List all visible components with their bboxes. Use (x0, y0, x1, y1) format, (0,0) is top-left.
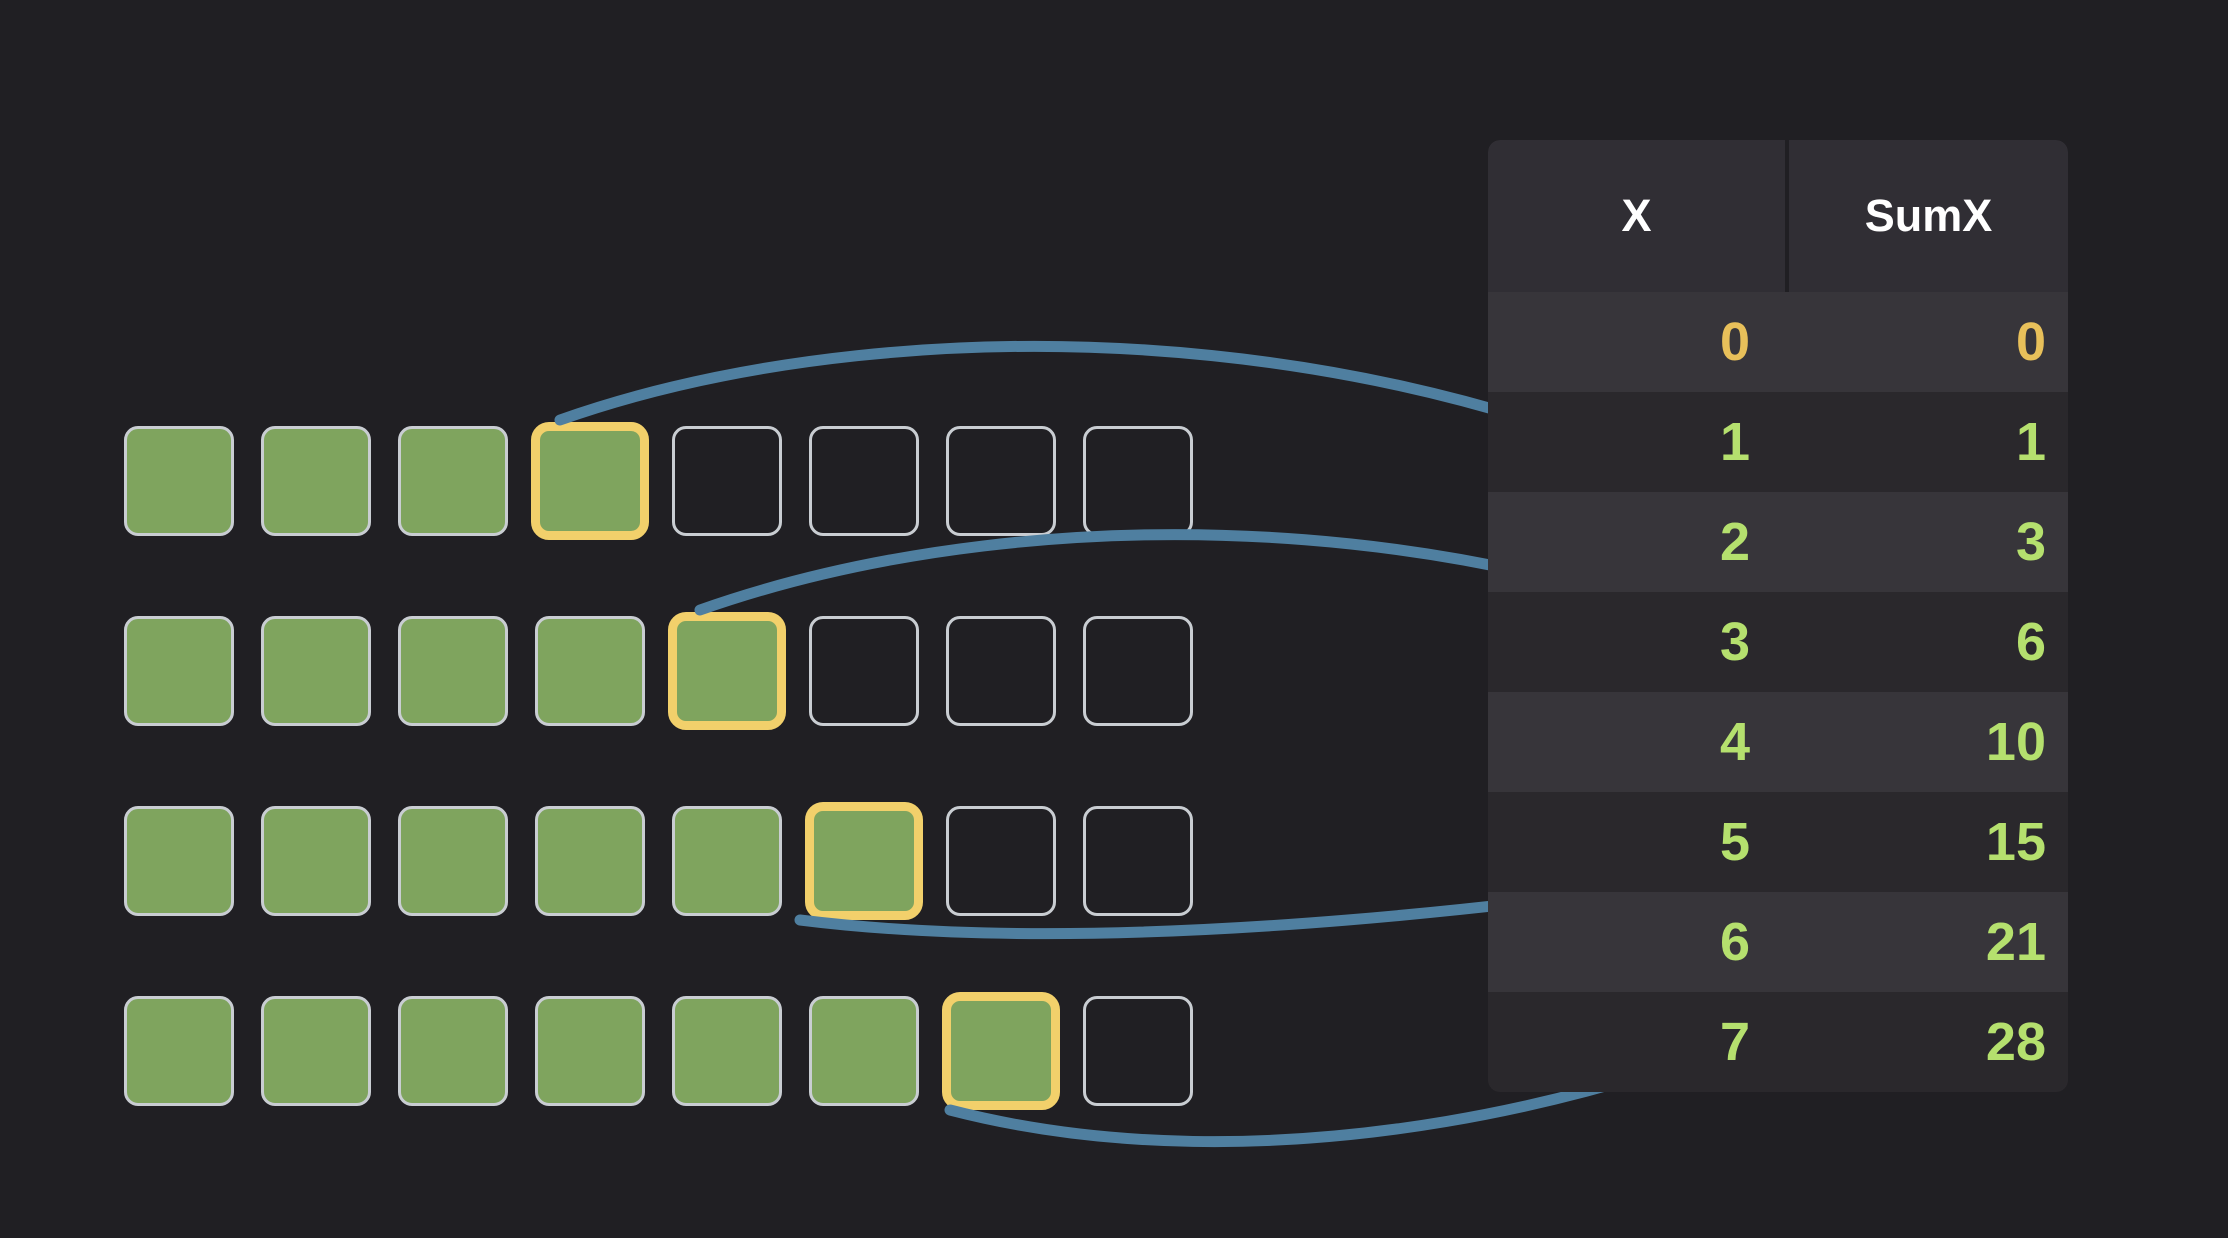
grid-cell-highlighted[interactable] (805, 802, 923, 920)
grid-cell-filled[interactable] (124, 996, 234, 1106)
grid-cell-filled[interactable] (261, 996, 371, 1106)
cell-sumx: 1 (2015, 412, 2046, 472)
grid-cell-filled[interactable] (261, 616, 371, 726)
cell-x: 5 (1719, 812, 1750, 872)
table-row[interactable]: 6 21 (1488, 892, 2068, 992)
cell-x: 6 (1719, 912, 1750, 972)
grid-cell-filled[interactable] (398, 616, 508, 726)
grid-cell-empty[interactable] (1083, 806, 1193, 916)
cell-sumx: 28 (1985, 1012, 2046, 1072)
grid-cell-filled[interactable] (535, 996, 645, 1106)
grid-cell-highlighted[interactable] (942, 992, 1060, 1110)
grid-cell-empty[interactable] (809, 426, 919, 536)
cell-sumx: 6 (2015, 612, 2046, 672)
table-row[interactable]: 4 10 (1488, 692, 2068, 792)
table-row[interactable]: 7 28 (1488, 992, 2068, 1092)
grid-cell-filled[interactable] (261, 806, 371, 916)
cell-x: 2 (1719, 512, 1750, 572)
grid-cell-empty[interactable] (1083, 616, 1193, 726)
grid-cell-filled[interactable] (535, 806, 645, 916)
grid-cell-highlighted[interactable] (531, 422, 649, 540)
cell-sumx: 21 (1985, 912, 2046, 972)
cell-grid (124, 422, 1220, 1110)
grid-cell-filled[interactable] (124, 806, 234, 916)
cell-x: 1 (1719, 412, 1750, 472)
cell-x: 0 (1719, 312, 1750, 372)
grid-cell-filled[interactable] (672, 806, 782, 916)
grid-cell-empty[interactable] (946, 426, 1056, 536)
cell-x: 4 (1719, 712, 1750, 772)
grid-cell-highlighted[interactable] (668, 612, 786, 730)
cell-sumx: 3 (2015, 512, 2046, 572)
grid-cell-filled[interactable] (124, 616, 234, 726)
grid-cell-empty[interactable] (672, 426, 782, 536)
column-header-x[interactable]: X (1488, 140, 1785, 292)
cell-x: 7 (1719, 1012, 1750, 1072)
cell-x: 3 (1719, 612, 1750, 672)
column-header-sumx[interactable]: SumX (1789, 140, 2068, 292)
table-row[interactable]: 5 15 (1488, 792, 2068, 892)
grid-cell-filled[interactable] (535, 616, 645, 726)
grid-cell-empty[interactable] (809, 616, 919, 726)
cell-sumx: 10 (1985, 712, 2046, 772)
grid-cell-filled[interactable] (672, 996, 782, 1106)
grid-cell-empty[interactable] (1083, 426, 1193, 536)
table-header-row: X SumX (1488, 140, 2068, 292)
grid-cell-empty[interactable] (946, 616, 1056, 726)
grid-cell-filled[interactable] (398, 426, 508, 536)
grid-cell-empty[interactable] (1083, 996, 1193, 1106)
cell-sumx: 0 (2015, 312, 2046, 372)
grid-cell-filled[interactable] (398, 996, 508, 1106)
grid-cell-filled[interactable] (809, 996, 919, 1106)
cell-row (124, 802, 1220, 920)
grid-cell-filled[interactable] (398, 806, 508, 916)
grid-cell-empty[interactable] (946, 806, 1056, 916)
grid-cell-filled[interactable] (124, 426, 234, 536)
cell-row (124, 612, 1220, 730)
cell-sumx: 15 (1985, 812, 2046, 872)
cell-row (124, 422, 1220, 540)
cell-row (124, 992, 1220, 1110)
grid-cell-filled[interactable] (261, 426, 371, 536)
